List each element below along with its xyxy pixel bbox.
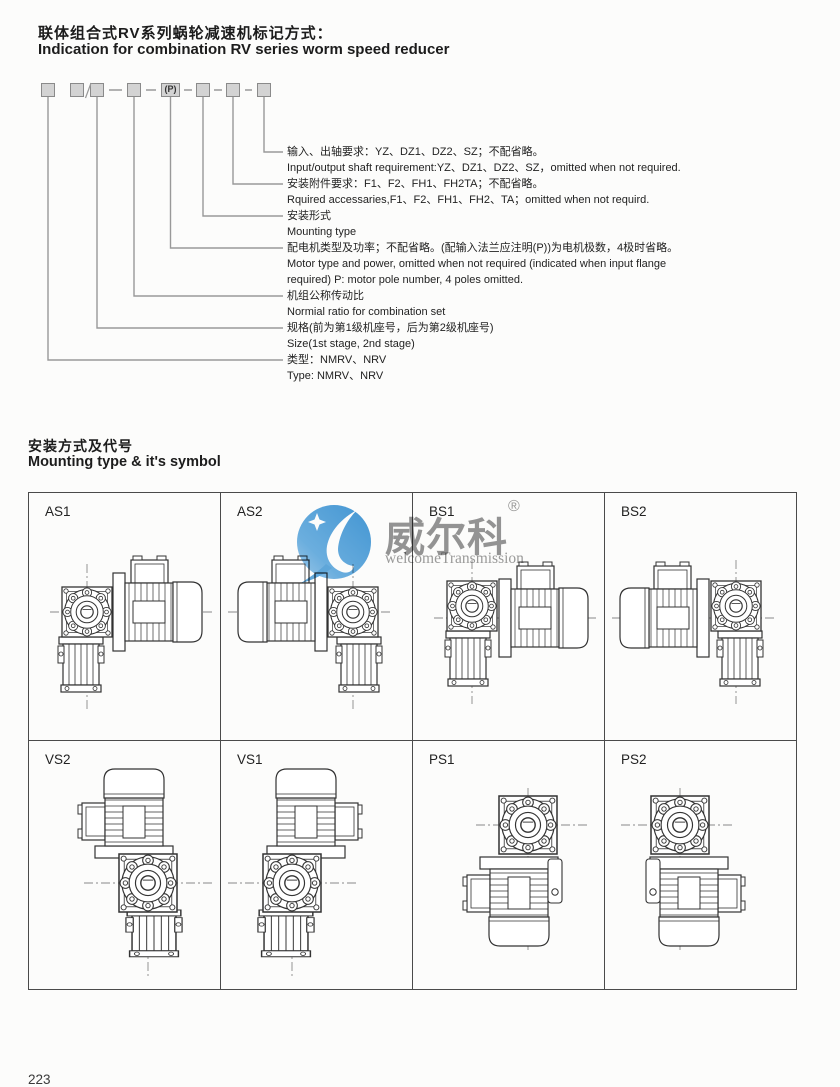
code-label-motor: 配电机类型及功率；不配省略。(配输入法兰应注明(P))为电机极数，4极时省略。 …	[287, 242, 679, 286]
table-hline	[28, 740, 797, 741]
code-box-4	[127, 83, 141, 97]
code-box-2	[70, 83, 84, 97]
code-box-1	[41, 83, 55, 97]
code-label-accessories: 安装附件要求：F1、F2、FH1、FH2TA；不配省略。 Rquired acc…	[287, 178, 650, 206]
table-vline-3	[604, 492, 605, 990]
code-box-3	[90, 83, 104, 97]
code-box-6	[196, 83, 210, 97]
code-box-7	[226, 83, 240, 97]
cell-label-vs1: VS1	[237, 752, 263, 767]
cell-label-ps1: PS1	[429, 752, 455, 767]
code-box-p: (P)	[161, 83, 180, 97]
table-vline-1	[220, 492, 221, 990]
page-title-zh: 联体组合式RV系列蜗轮减速机标记方式：	[38, 25, 333, 42]
section-title-en: Mounting type & it's symbol	[28, 454, 221, 470]
watermark-brand: 威尔科	[385, 516, 508, 560]
code-label-ratio: 机组公称传动比 Normial ratio for combination se…	[287, 290, 446, 318]
section-title-zh: 安装方式及代号	[28, 438, 133, 454]
code-box-8	[257, 83, 271, 97]
cell-label-bs2: BS2	[621, 504, 647, 519]
code-label-mounting: 安装形式 Mounting type	[287, 210, 357, 238]
table-vline-2	[412, 492, 413, 990]
code-label-type: 类型：NMRV、NRV Type: NMRV、NRV	[287, 354, 387, 382]
watermark-subtitle: welcomeTransmission	[385, 550, 524, 567]
cell-label-vs2: VS2	[45, 752, 71, 767]
page-number: 223	[28, 1072, 51, 1087]
page-title-en: Indication for combination RV series wor…	[38, 41, 450, 58]
cell-label-ps2: PS2	[621, 752, 647, 767]
cell-label-as1: AS1	[45, 504, 71, 519]
registered-icon: ®	[508, 498, 520, 515]
code-label-size: 规格(前为第1级机座号，后为第2级机座号) Size(1st stage, 2n…	[287, 322, 494, 350]
code-label-shaft: 输入、出轴要求：YZ、DZ1、DZ2、SZ；不配省略。 Input/output…	[287, 146, 681, 174]
cell-label-bs1: BS1	[429, 504, 455, 519]
cell-label-as2: AS2	[237, 504, 263, 519]
